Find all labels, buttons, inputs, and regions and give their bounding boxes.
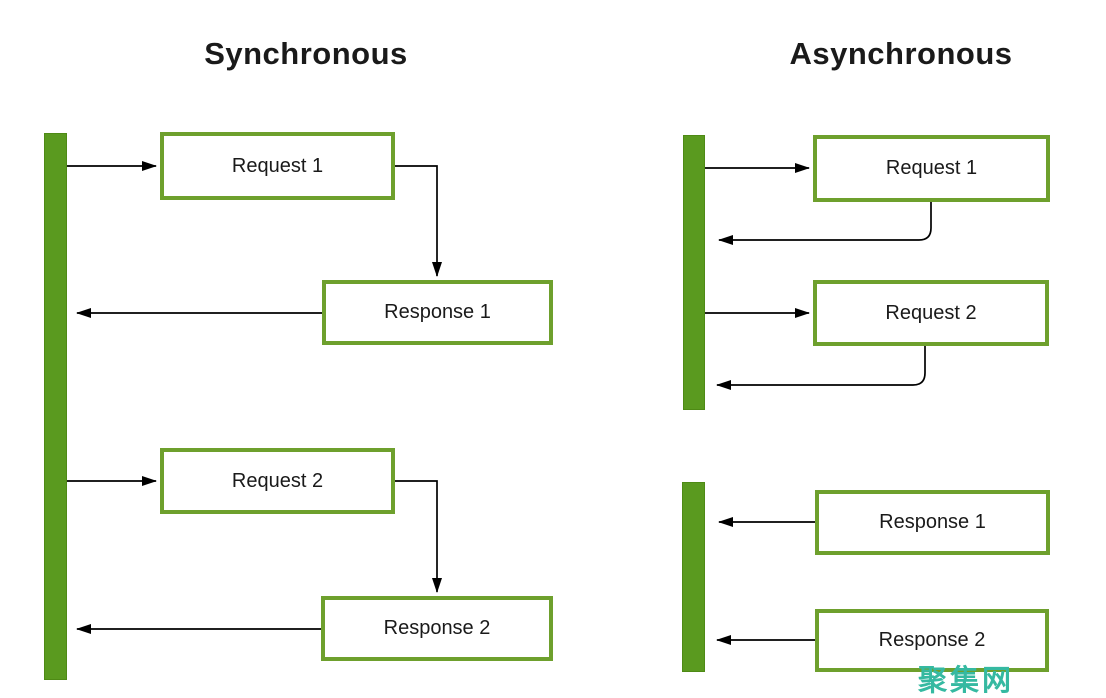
sync-request-1-box: Request 1 <box>160 132 395 200</box>
async-request-2-box: Request 2 <box>813 280 1049 346</box>
sync-request2-to-response2-arrow <box>395 480 442 593</box>
sync-request1-to-response1-arrow <box>395 165 442 277</box>
async-response-2-box: Response 2 <box>815 609 1049 672</box>
async-lifeline-bar-top <box>683 135 705 410</box>
asynchronous-title: Asynchronous <box>789 36 1013 71</box>
async-request1-return-arrow <box>718 202 932 245</box>
async-request-1-box: Request 1 <box>813 135 1050 202</box>
sync-response-2-box: Response 2 <box>321 596 553 661</box>
sync-response-2-label: Response 2 <box>383 617 491 639</box>
async-lifeline-bar-bottom <box>682 482 705 672</box>
sync-response-1-label: Response 1 <box>384 301 491 323</box>
sync-lifeline-bar <box>44 133 67 680</box>
async-response-2-label: Response 2 <box>878 629 986 651</box>
async-request-2-label: Request 2 <box>885 301 977 324</box>
sync-request-1-label: Request 1 <box>231 154 324 177</box>
sync-response-1-box: Response 1 <box>322 280 553 345</box>
async-request-1-label: Request 1 <box>885 157 978 179</box>
sync-request-2-label: Request 2 <box>231 469 324 492</box>
sync-request-2-box: Request 2 <box>160 448 395 514</box>
async-response-1-box: Response 1 <box>815 490 1050 555</box>
async-request2-return-arrow <box>716 346 926 390</box>
watermark-text: 聚集网 <box>918 665 1015 697</box>
async-response-1-label: Response 1 <box>879 511 986 533</box>
synchronous-title: Synchronous <box>204 36 408 71</box>
